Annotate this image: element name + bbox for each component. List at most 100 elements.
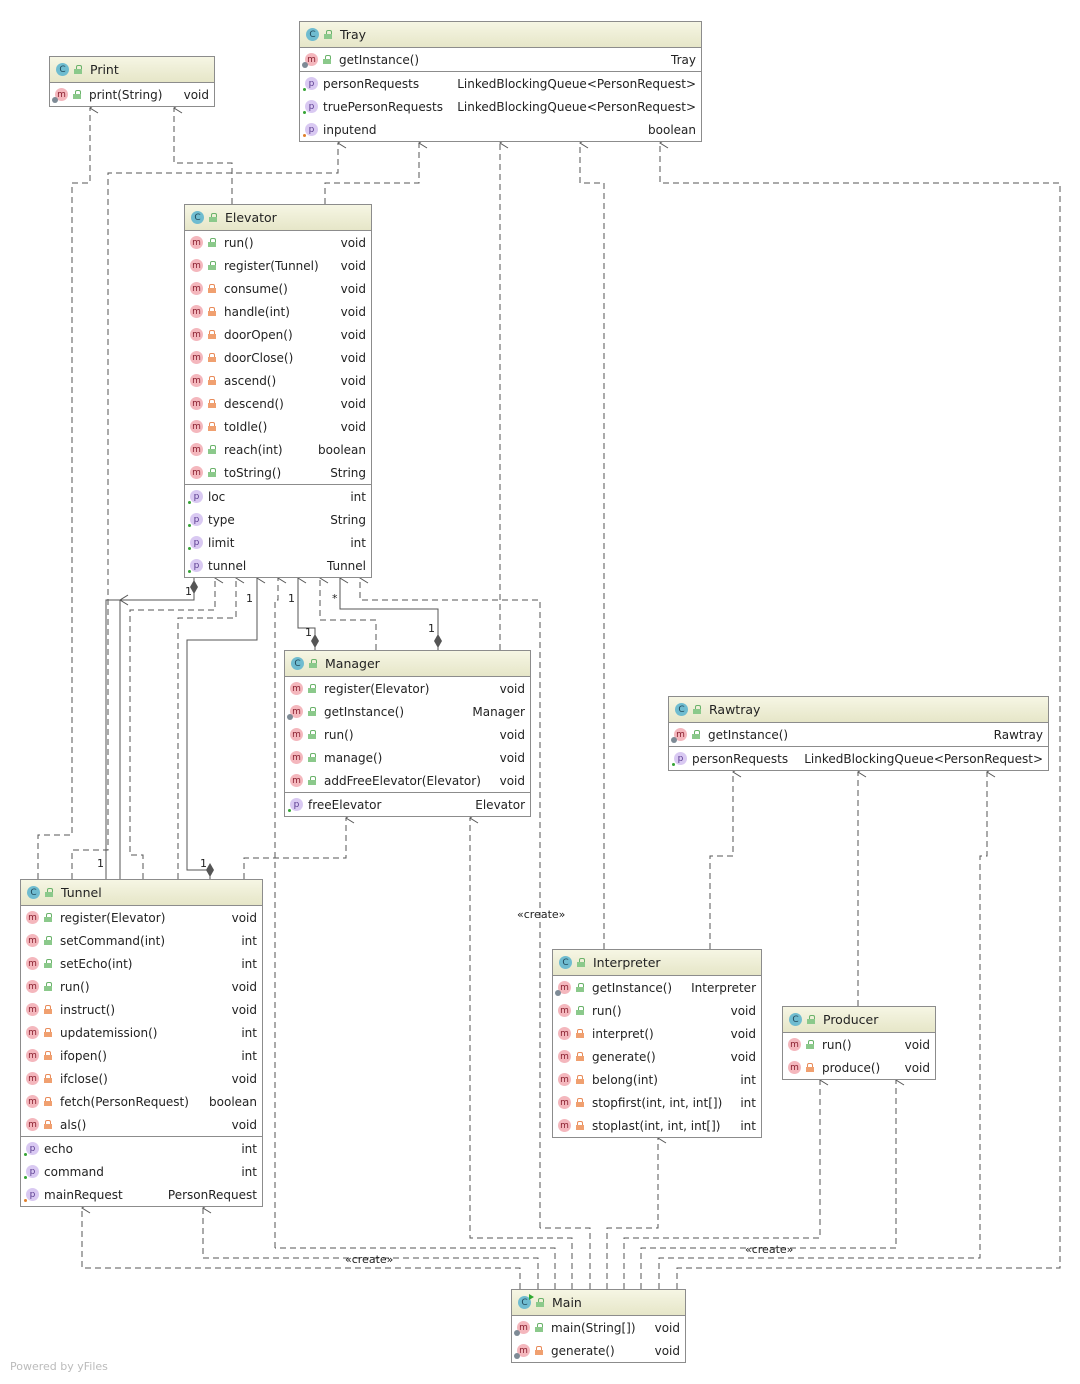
method-return-type: int [241, 1048, 257, 1063]
method-name: interpret() [592, 1026, 654, 1041]
method-name: manage() [324, 750, 383, 765]
method-return-type: void [499, 750, 525, 765]
method-icon: m [26, 980, 39, 993]
method-name: instruct() [60, 1002, 116, 1017]
method-return-type: void [231, 979, 257, 994]
method-return-type: int [241, 933, 257, 948]
method-icon: m [514, 1344, 530, 1359]
class-icon: C [789, 1013, 802, 1026]
method-icon: m [26, 1026, 39, 1039]
method-return-type: void [730, 1026, 756, 1041]
field-icon: p [24, 1142, 39, 1156]
multiplicity-label: 1 [246, 592, 253, 605]
method-name: reach(int) [224, 442, 283, 457]
method-name: fetch(PersonRequest) [60, 1094, 189, 1109]
field-name: echo [44, 1141, 73, 1156]
composition-edge [339, 572, 439, 650]
composition-edge [186, 572, 266, 879]
private-lock-icon [208, 376, 216, 385]
field-name: freeElevator [308, 797, 382, 812]
method-name: run() [822, 1037, 852, 1052]
private-lock-icon [806, 1063, 814, 1072]
method-name: setCommand(int) [60, 933, 166, 948]
public-unlock-icon [308, 753, 316, 762]
method-name: ifclose() [60, 1071, 108, 1086]
method-icon: m [514, 1321, 530, 1336]
dependency-edge [469, 812, 573, 1289]
private-lock-icon [576, 1029, 584, 1038]
